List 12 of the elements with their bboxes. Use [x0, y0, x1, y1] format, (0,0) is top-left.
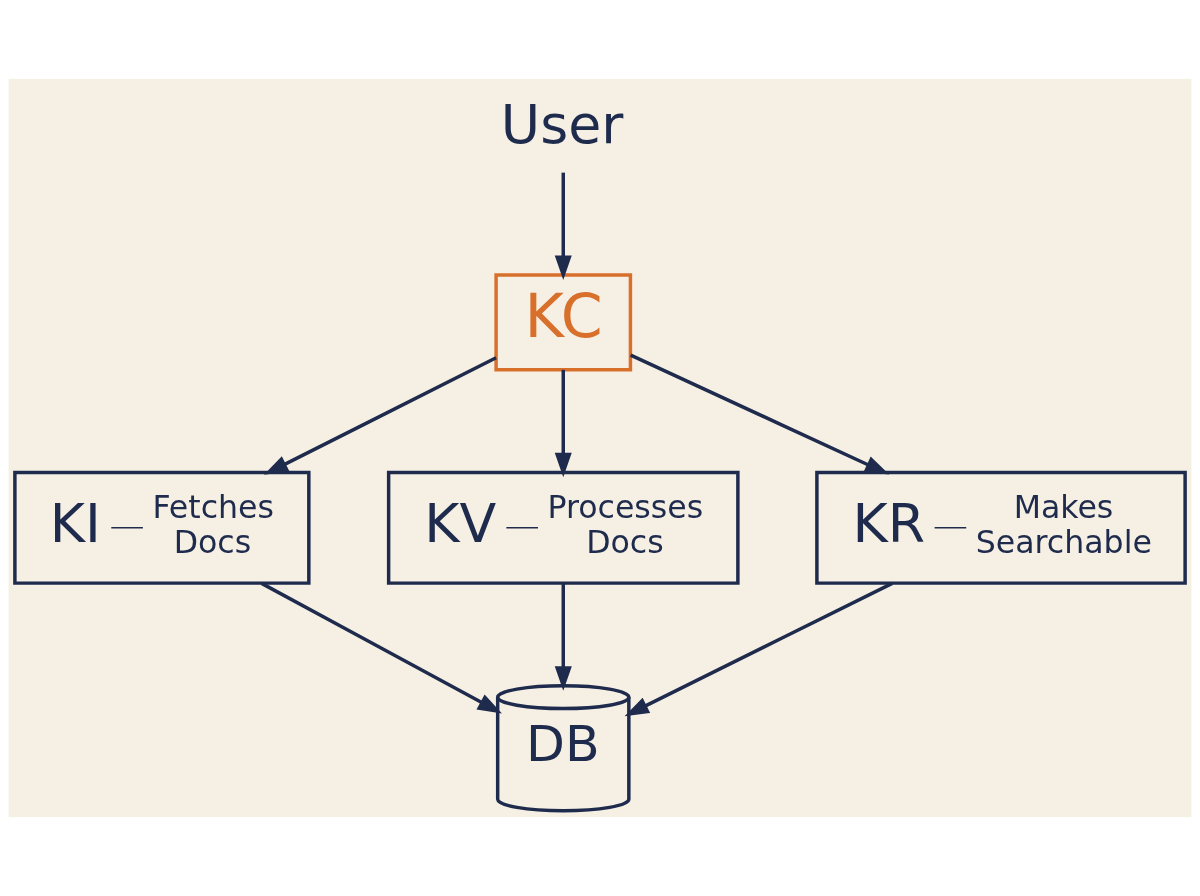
arrow: [554, 583, 572, 691]
node-box: KC: [494, 273, 633, 372]
node-text: User: [500, 92, 624, 156]
node-box: KV Processes Docs: [386, 470, 740, 585]
node-box: KR Makes Searchable: [815, 470, 1187, 585]
node-box: KI Fetches Docs: [13, 470, 311, 585]
arrow: [629, 353, 890, 475]
arrow: [554, 369, 572, 478]
arrow: [260, 581, 502, 714]
arrow: [263, 356, 497, 475]
arrow: [624, 581, 893, 717]
arrow: [554, 172, 572, 280]
